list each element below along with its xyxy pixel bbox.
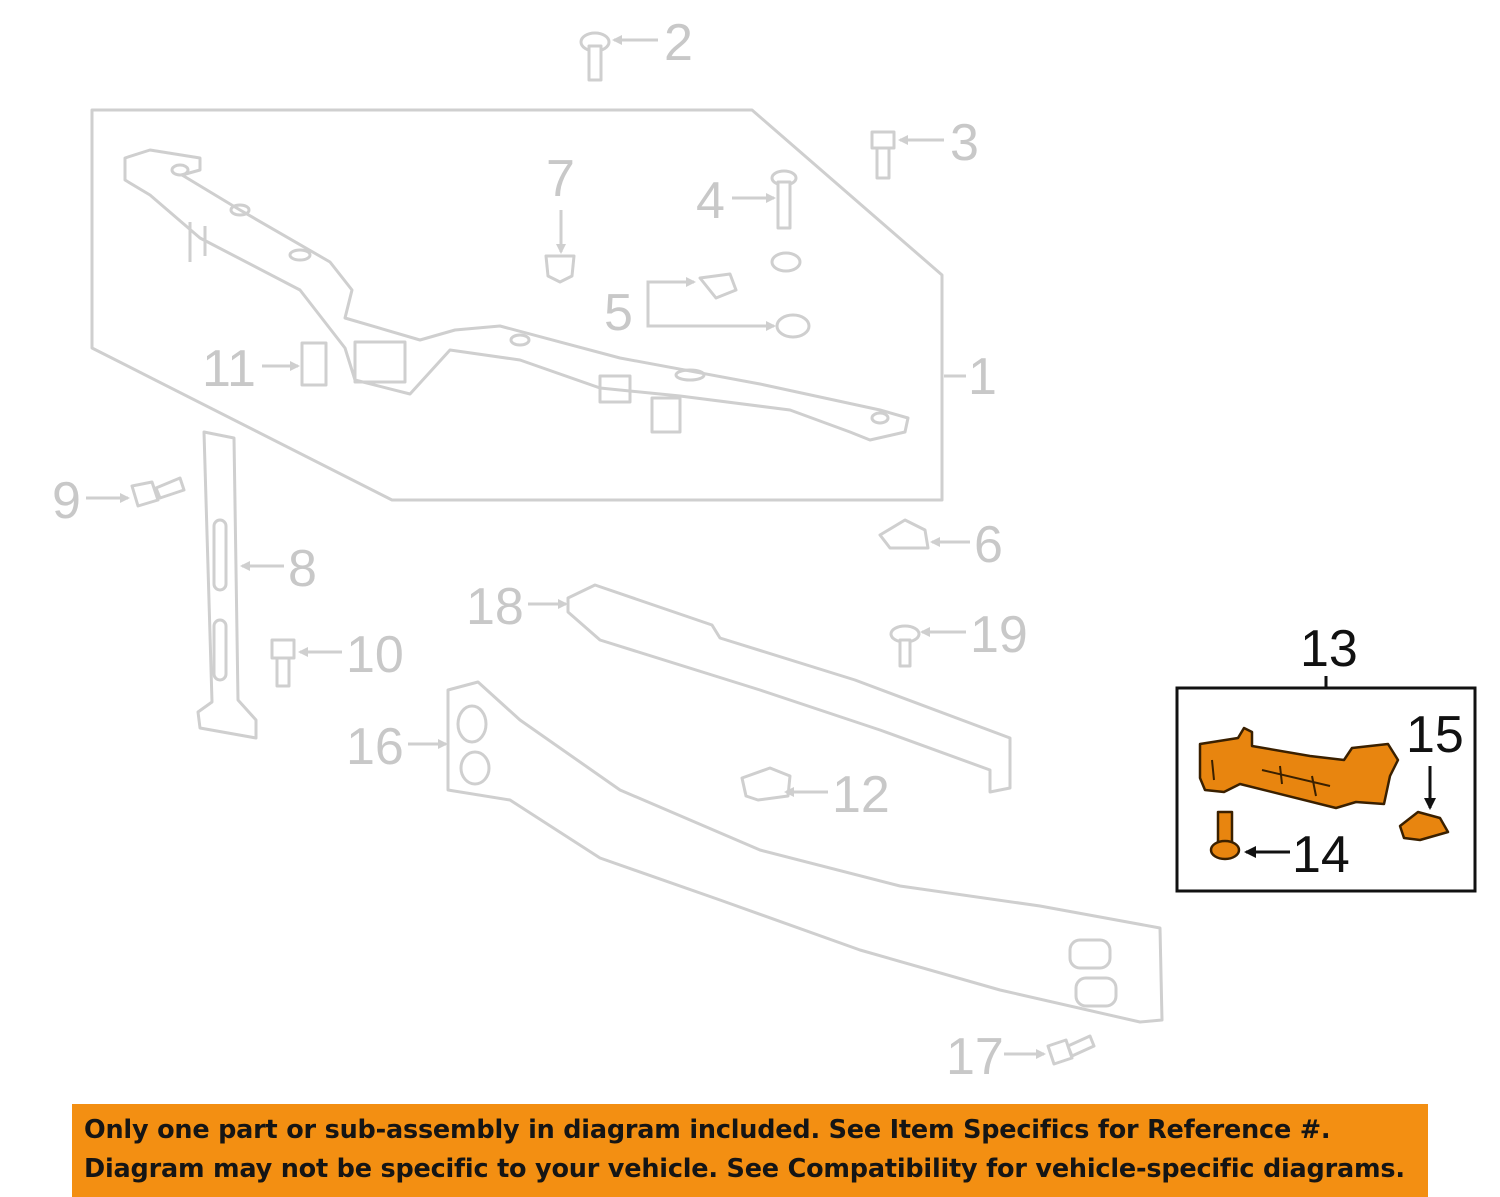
absorber-18 bbox=[566, 583, 1012, 794]
callout-4[interactable]: 4 bbox=[696, 172, 725, 230]
bracket-13 bbox=[1198, 726, 1400, 810]
disclaimer-banner: Only one part or sub-assembly in diagram… bbox=[72, 1104, 1428, 1197]
callout-11[interactable]: 11 bbox=[202, 340, 256, 398]
bolt-3 bbox=[870, 130, 896, 180]
callout-5[interactable]: 5 bbox=[604, 284, 633, 342]
clip-11 bbox=[300, 341, 328, 387]
nut-6 bbox=[878, 518, 930, 550]
callout-8[interactable]: 8 bbox=[288, 540, 317, 598]
callout-14[interactable]: 14 bbox=[1292, 826, 1350, 884]
bolt-4 bbox=[770, 169, 798, 230]
arrow-5 bbox=[646, 277, 696, 310]
upper-tie-bar bbox=[123, 148, 910, 442]
callout-1[interactable]: 1 bbox=[968, 348, 997, 406]
callout-2[interactable]: 2 bbox=[664, 14, 693, 72]
callout-labels: 1 2 3 4 5 6 7 8 9 10 11 12 13 14 15 16 1… bbox=[52, 14, 1464, 1086]
insulator-5b bbox=[775, 313, 811, 339]
callout-7[interactable]: 7 bbox=[546, 150, 575, 208]
disclaimer-line-1: Only one part or sub-assembly in diagram… bbox=[84, 1115, 1331, 1145]
bolt-17 bbox=[1046, 1034, 1096, 1066]
callout-arrows bbox=[86, 35, 1436, 1059]
callout-15[interactable]: 15 bbox=[1406, 706, 1464, 764]
nut-15 bbox=[1398, 810, 1450, 842]
disclaimer-line-2: Diagram may not be specific to your vehi… bbox=[84, 1154, 1405, 1184]
pin-19 bbox=[889, 624, 921, 668]
callout-6[interactable]: 6 bbox=[974, 516, 1003, 574]
callout-12[interactable]: 12 bbox=[832, 766, 890, 824]
callout-9[interactable]: 9 bbox=[52, 472, 81, 530]
grommet-7 bbox=[544, 254, 576, 284]
bolt-2 bbox=[579, 31, 611, 82]
bolt-14 bbox=[1209, 810, 1241, 861]
highlighted-assembly-13 bbox=[1175, 676, 1477, 893]
impact-bar-16 bbox=[446, 680, 1164, 1024]
callout-17[interactable]: 17 bbox=[946, 1028, 1004, 1086]
arrow-5b bbox=[646, 310, 776, 331]
support-frame bbox=[90, 108, 944, 502]
callout-18[interactable]: 18 bbox=[466, 578, 524, 636]
callout-3[interactable]: 3 bbox=[950, 114, 979, 172]
callout-10[interactable]: 10 bbox=[346, 626, 404, 684]
callout-19[interactable]: 19 bbox=[970, 606, 1028, 664]
insulator-5a bbox=[698, 272, 738, 300]
callout-13[interactable]: 13 bbox=[1300, 620, 1358, 678]
support-assembly-group bbox=[90, 108, 944, 502]
bolt-10 bbox=[270, 638, 296, 688]
clip-12 bbox=[740, 766, 792, 802]
callout-16[interactable]: 16 bbox=[346, 718, 404, 776]
bushing-4 bbox=[770, 251, 802, 273]
bolt-9 bbox=[130, 476, 186, 508]
